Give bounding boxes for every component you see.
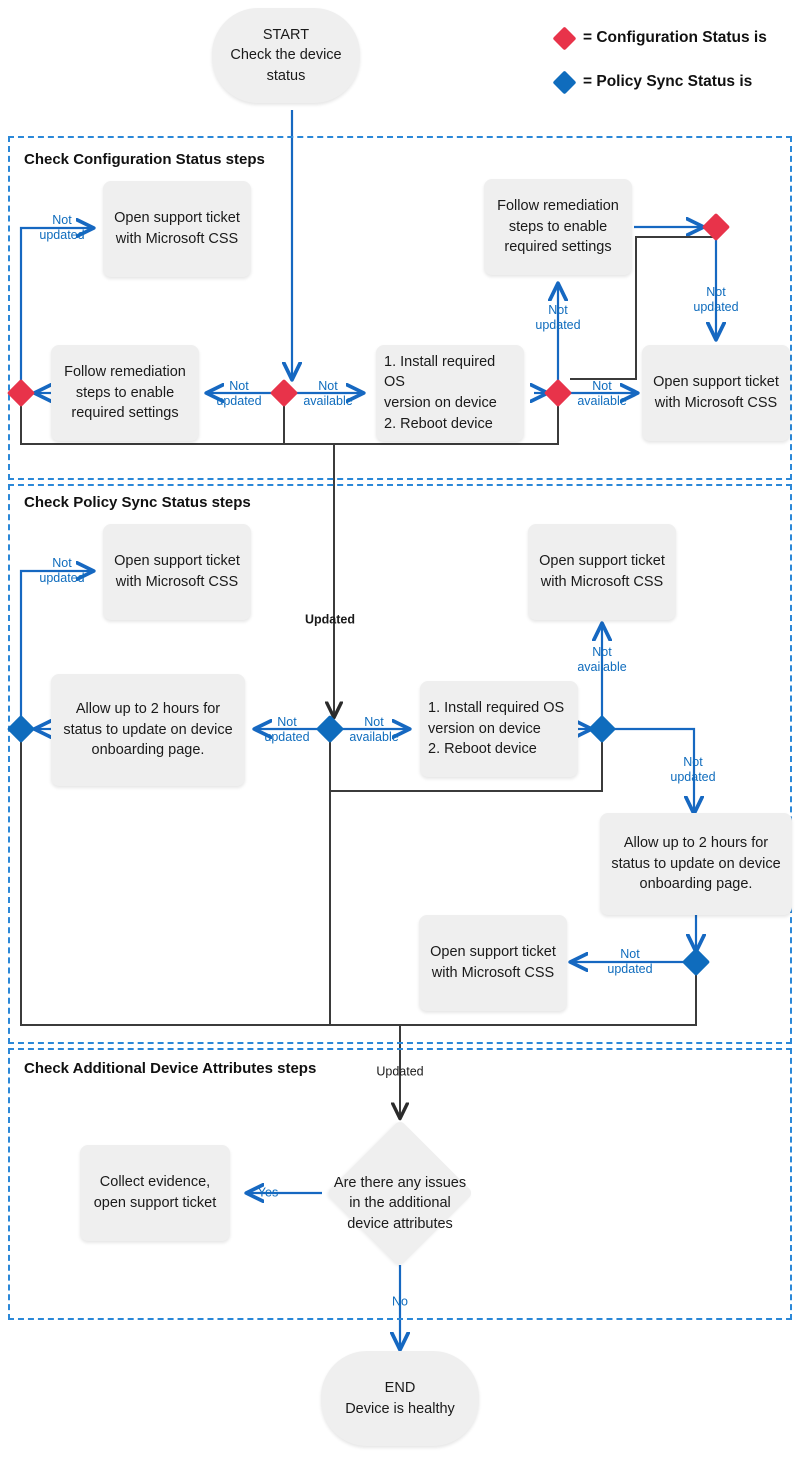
- policy-allow-right-line-2: status to update on device: [611, 855, 781, 872]
- policy-allow-right-line-3: onboarding page.: [639, 876, 753, 893]
- section-box-configuration: [8, 136, 792, 480]
- config-open-support-ticket-right: Open support ticket with Microsoft CSS: [642, 345, 790, 441]
- attributes-label-no: No: [392, 1294, 408, 1309]
- policy-ticket-bottom-line-2: with Microsoft CSS: [431, 965, 555, 981]
- policy-allow-hours-right: Allow up to 2 hours for status to update…: [600, 813, 792, 915]
- config-open-support-ticket-left: Open support ticket with Microsoft CSS: [103, 181, 251, 277]
- config-install-line-2: version on device: [384, 395, 497, 411]
- policy-ticket-bottom-line-1: Open support ticket: [430, 944, 556, 961]
- blue-diamond-icon: [552, 69, 577, 95]
- policy-ticket-top-line-1: Open support ticket: [539, 553, 665, 570]
- config-remediation-right-line-2: steps to enable: [508, 218, 608, 235]
- config-label-not-updated-up: Not updated: [535, 302, 581, 332]
- config-follow-remediation-left: Follow remediation steps to enable requi…: [51, 345, 199, 441]
- config-remediation-right-line-3: required settings: [504, 239, 612, 256]
- section-box-policy-sync: [8, 484, 792, 1044]
- policy-allow-left-line-2: status to update on device: [63, 721, 233, 738]
- config-label-not-available-right: Not available: [577, 378, 627, 408]
- config-install-line-3: 2. Reboot device: [384, 415, 493, 432]
- policy-ticket-left-line-2: with Microsoft CSS: [115, 574, 239, 590]
- config-follow-remediation-right: Follow remediation steps to enable requi…: [484, 179, 632, 275]
- policy-open-support-ticket-left: Open support ticket with Microsoft CSS: [103, 524, 251, 620]
- start-line-3: status: [266, 67, 306, 84]
- policy-label-not-updated-topleft: Not updated: [39, 555, 85, 585]
- config-remediation-left-line-2: steps to enable: [75, 384, 175, 401]
- config-remediation-right-line-1: Follow remediation: [497, 198, 619, 215]
- config-ticket-left-line-1: Open support ticket: [114, 210, 240, 227]
- attributes-collect-evidence: Collect evidence, open support ticket: [80, 1145, 230, 1241]
- config-install-line-1: 1. Install required OS: [384, 353, 496, 391]
- config-ticket-right-line-2: with Microsoft CSS: [654, 395, 778, 411]
- config-remediation-left-line-1: Follow remediation: [64, 364, 186, 381]
- config-install-os-reboot: 1. Install required OS version on device…: [376, 345, 524, 441]
- section-title-attributes: Check Additional Device Attributes steps: [24, 1060, 317, 1077]
- policy-allow-left-line-1: Allow up to 2 hours for: [75, 701, 221, 718]
- section-title-configuration: Check Configuration Status steps: [24, 151, 265, 168]
- policy-ticket-top-line-2: with Microsoft CSS: [540, 574, 664, 590]
- config-ticket-left-line-2: with Microsoft CSS: [115, 231, 239, 247]
- end-line-2: Device is healthy: [345, 1400, 455, 1417]
- start-node: START Check the device status: [212, 8, 360, 103]
- attributes-decision-text: Are there any issues in the additional d…: [295, 1152, 505, 1234]
- start-line-2: Check the device: [230, 47, 342, 64]
- policy-install-line-1: 1. Install required OS: [428, 700, 565, 717]
- attributes-collect-line-2: open support ticket: [93, 1195, 217, 1211]
- legend-item-configuration-status: = Configuration Status is: [552, 25, 767, 51]
- policy-label-not-available-up: Not available: [577, 644, 627, 674]
- attributes-collect-line-1: Collect evidence,: [99, 1174, 211, 1191]
- attributes-decision-line-2: in the additional: [349, 1195, 451, 1211]
- config-ticket-right-line-1: Open support ticket: [653, 374, 779, 391]
- attributes-label-updated: Updated: [376, 1064, 424, 1079]
- policy-label-not-updated-mid: Not updated: [264, 714, 310, 744]
- start-line-1: START: [262, 26, 310, 43]
- config-label-not-updated-topright: Not updated: [693, 284, 739, 314]
- policy-label-not-updated-bottom: Not updated: [607, 946, 653, 976]
- policy-install-line-3: 2. Reboot device: [428, 741, 537, 758]
- config-remediation-left-line-3: required settings: [71, 405, 179, 422]
- policy-open-support-ticket-top: Open support ticket with Microsoft CSS: [528, 524, 676, 620]
- policy-allow-hours-left: Allow up to 2 hours for status to update…: [51, 674, 245, 786]
- legend-item-policy-sync-status: = Policy Sync Status is: [552, 69, 753, 95]
- policy-allow-left-line-3: onboarding page.: [91, 742, 205, 759]
- policy-install-line-2: version on device: [428, 720, 541, 737]
- policy-label-not-updated-right: Not updated: [670, 754, 716, 784]
- red-diamond-icon: [552, 25, 577, 51]
- policy-allow-right-line-1: Allow up to 2 hours for: [623, 835, 769, 852]
- config-label-not-available-mid: Not available: [303, 378, 353, 408]
- legend-label-configuration-status: = Configuration Status is: [583, 29, 767, 46]
- policy-install-os-reboot: 1. Install required OS version on device…: [420, 681, 578, 777]
- attributes-decision-line-3: device attributes: [347, 1215, 453, 1232]
- end-node: END Device is healthy: [321, 1351, 479, 1446]
- policy-label-updated-top: Updated: [305, 612, 355, 627]
- policy-label-not-available-mid: Not available: [349, 714, 399, 744]
- attributes-decision-line-1: Are there any issues: [333, 1174, 467, 1191]
- end-line-1: END: [384, 1379, 416, 1396]
- policy-open-support-ticket-bottom: Open support ticket with Microsoft CSS: [419, 915, 567, 1011]
- section-box-attributes: [8, 1048, 792, 1320]
- section-title-policy-sync: Check Policy Sync Status steps: [24, 494, 251, 511]
- policy-ticket-left-line-1: Open support ticket: [114, 553, 240, 570]
- attributes-label-yes: Yes: [257, 1185, 279, 1200]
- config-label-not-updated-mid: Not updated: [216, 378, 262, 408]
- legend-label-policy-sync-status: = Policy Sync Status is: [583, 73, 753, 90]
- config-label-not-updated-topleft: Not updated: [39, 212, 85, 242]
